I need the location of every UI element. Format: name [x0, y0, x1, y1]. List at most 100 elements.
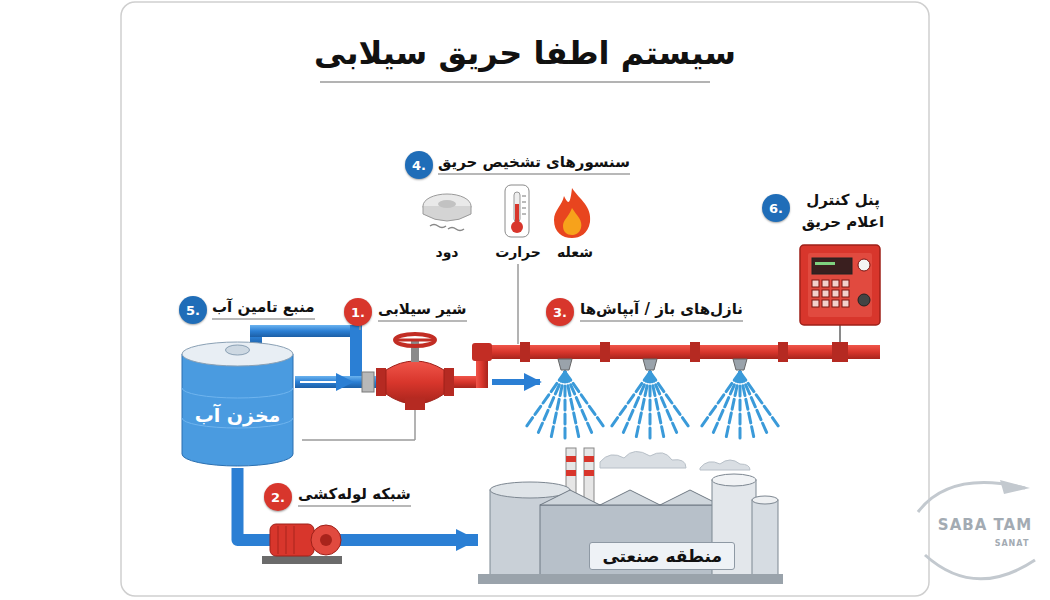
deluge-valve-part — [302, 439, 415, 441]
fire-alarm-panel-part-part — [822, 290, 829, 297]
fire-pump-part — [311, 525, 341, 555]
nozzles — [558, 359, 747, 370]
deluge-valve-part — [376, 368, 386, 396]
deluge-valve-part — [386, 361, 444, 404]
fire-pump-part — [262, 556, 342, 564]
fire-alarm-panel-part-part — [832, 290, 839, 297]
fire-alarm-panel-part — [815, 262, 835, 265]
part-label: پنل کنترل اعلام حریق — [795, 190, 891, 234]
industrial-plant-part — [712, 474, 756, 486]
diagram-title: سیستم اطفا حریق سیلابی — [314, 34, 736, 72]
nozzles-part — [643, 359, 657, 370]
smoke-detector-part — [438, 200, 456, 208]
industrial-plant-part — [584, 456, 594, 462]
fire-alarm-panel-part-part — [812, 300, 819, 307]
fire-pump-part — [294, 526, 295, 554]
callout-number: 2. — [264, 483, 292, 511]
flow-arrow — [492, 379, 540, 385]
water-spray-part — [740, 372, 779, 427]
fire-alarm-panel-part — [858, 294, 870, 306]
watermark-logo-part — [925, 555, 1035, 579]
industrial-plant-part — [584, 470, 594, 476]
discharge-pipe-part — [472, 343, 492, 361]
callout-number: 3. — [546, 298, 574, 326]
supply-pipe-part — [300, 381, 352, 383]
water-spray-part — [565, 372, 579, 437]
supply-pipe-part — [250, 325, 360, 337]
deluge-valve — [302, 334, 454, 440]
industrial-plant — [478, 448, 783, 584]
nozzles-part — [733, 359, 747, 370]
water-spray-part — [650, 372, 664, 437]
watermark: SANAT — [995, 539, 1030, 548]
callout-number: 4. — [405, 151, 433, 179]
water-spray-part — [538, 372, 565, 433]
fire-alarm-panel-part — [812, 280, 849, 307]
part-label: شبکه لوله‌کشی — [298, 485, 411, 507]
water-spray-part — [636, 372, 650, 437]
water-spray-part — [565, 372, 604, 427]
tank-outline-part — [182, 342, 293, 366]
fire-alarm-panel-part — [808, 253, 872, 317]
tank-outline-part — [182, 354, 293, 466]
smoke-detector — [423, 194, 471, 231]
thermometer-part — [511, 221, 523, 233]
callout-number: 6. — [762, 194, 790, 222]
tank-outline — [180, 338, 295, 468]
watermark-logo-part — [1000, 480, 1030, 494]
tank-label: مخزن آب — [195, 404, 281, 426]
industrial-plant-part — [700, 460, 750, 470]
fire-pump-part — [270, 524, 314, 556]
thermometer-part — [522, 202, 526, 203]
sensor-leader — [517, 264, 519, 344]
discharge-pipe-part — [476, 345, 880, 359]
part-label: نازل‌های باز / آبپاش‌ها — [580, 300, 743, 322]
tank-outline-part — [182, 388, 293, 428]
smoke-detector-part — [448, 228, 464, 231]
water-spray-part — [740, 372, 754, 437]
water-spray — [526, 372, 779, 438]
fire-alarm-panel-part-part — [812, 290, 819, 297]
discharge-pipe-part — [600, 342, 610, 362]
discharge-pipe-part — [520, 342, 530, 362]
fire-alarm-panel-part-part — [842, 290, 849, 297]
water-spray-part — [551, 372, 565, 437]
fire-alarm-panel — [800, 245, 880, 346]
part-label: شیر سیلابی — [378, 300, 467, 322]
fire-pump — [262, 524, 342, 564]
fire-alarm-panel-part-part — [812, 280, 819, 287]
industrial-zone: منطقه صنعتی — [478, 440, 783, 586]
thermometer-part — [522, 196, 526, 197]
flame-icon-part — [563, 208, 581, 235]
watermark: SABA TAM — [938, 516, 1032, 534]
card-frame — [121, 2, 929, 596]
thermometer-part — [522, 214, 526, 215]
industrial-plant-part — [540, 490, 720, 505]
deluge-valve-part — [414, 410, 416, 440]
industrial-plant-part — [540, 505, 740, 582]
discharge-pipe — [454, 342, 880, 388]
industrial-plant-part — [600, 451, 686, 468]
water-spray-part — [726, 372, 740, 437]
industrial-plant-part — [752, 496, 778, 504]
fire-alarm-panel-part-part — [842, 300, 849, 307]
sensor-label: حرارت — [495, 244, 541, 260]
supply-pipe-part — [350, 325, 362, 381]
part-label: منبع تامین آب — [212, 298, 315, 320]
smoke-detector-part — [423, 206, 471, 221]
fire-alarm-panel-part-part — [822, 300, 829, 307]
sensor-label: دود — [435, 244, 458, 260]
thermometer-part — [522, 208, 526, 209]
fire-alarm-panel-part-part — [822, 280, 829, 287]
thermometer-part — [505, 185, 529, 237]
tank-outline-part — [226, 345, 250, 355]
part-label: سنسورهای تشخیص حریق — [438, 153, 630, 175]
deluge-valve-part — [395, 339, 435, 342]
title-underline — [320, 81, 710, 83]
water-tank: مخزن آب — [180, 338, 295, 468]
fire-pump-part — [278, 526, 279, 554]
deluge-valve-part — [411, 340, 419, 362]
